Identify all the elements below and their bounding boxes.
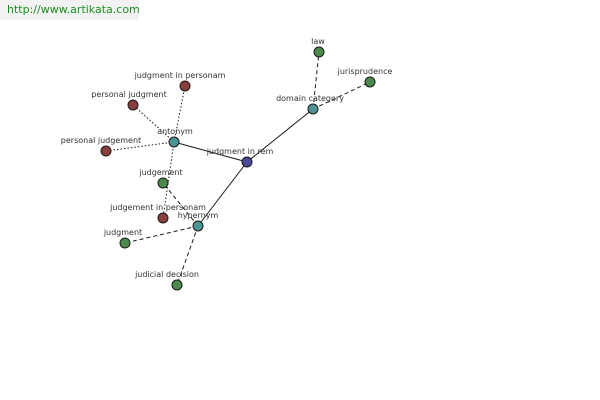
url-banner: http://www.artikata.com [0,0,140,20]
edge-judgment-in-rem-to-hypernym [197,161,248,227]
node-judgement[interactable] [157,177,169,189]
edge-antonym-to-personal-judgment [132,104,175,143]
edge-hypernym-to-judgement [162,182,199,227]
edges-layer [105,51,371,286]
node-personal-judgment[interactable] [127,99,139,111]
node-judgment-in-rem[interactable] [241,156,253,168]
label-judgement[interactable]: judgement [138,168,182,177]
label-domain-category[interactable]: domain category [276,94,344,103]
node-judgment[interactable] [119,237,131,249]
label-personal-judgment[interactable]: personal judgment [91,90,166,99]
label-judgment-in-personam[interactable]: judgment in personam [134,71,226,80]
edge-hypernym-to-judgment [124,225,199,244]
edge-domain-category-to-jurisprudence [312,81,371,110]
label-personal-judgement[interactable]: personal judgement [61,136,141,145]
edge-antonym-to-personal-judgement [105,141,175,152]
node-personal-judgement[interactable] [100,145,112,157]
label-hypernym[interactable]: hypernym [178,211,219,220]
edge-antonym-to-judgement-in-personam [162,141,175,219]
label-antonym[interactable]: antonym [157,127,193,136]
label-judgement-in-personam[interactable]: judgement in personam [109,203,206,212]
node-domain-category[interactable] [307,103,319,115]
node-jurisprudence[interactable] [364,76,376,88]
edge-domain-category-to-law [312,51,320,110]
label-judgment-in-rem[interactable]: judgment in rem [206,147,274,156]
node-judgement-in-personam[interactable] [157,212,169,224]
edge-judgment-in-rem-to-antonym [173,141,248,163]
label-judgment[interactable]: judgment [103,228,142,237]
edge-antonym-to-judgment-in-personam [173,85,186,143]
label-judicial-decision[interactable]: judicial decision [134,270,199,279]
labels-layer: judgment in rem domain category law jurispr… [61,37,393,279]
nodes-layer [100,46,376,291]
label-jurisprudence[interactable]: jurisprudence [337,67,393,76]
site-url-link[interactable]: http://www.artikata.com [7,3,140,16]
node-judgment-in-personam[interactable] [179,80,191,92]
node-hypernym[interactable] [192,220,204,232]
node-judicial-decision[interactable] [171,279,183,291]
node-antonym[interactable] [168,136,180,148]
node-law[interactable] [313,46,325,58]
edge-hypernym-to-judicial-decision [176,225,199,286]
edge-judgment-in-rem-to-domain-category [246,108,314,163]
label-law[interactable]: law [311,37,325,46]
